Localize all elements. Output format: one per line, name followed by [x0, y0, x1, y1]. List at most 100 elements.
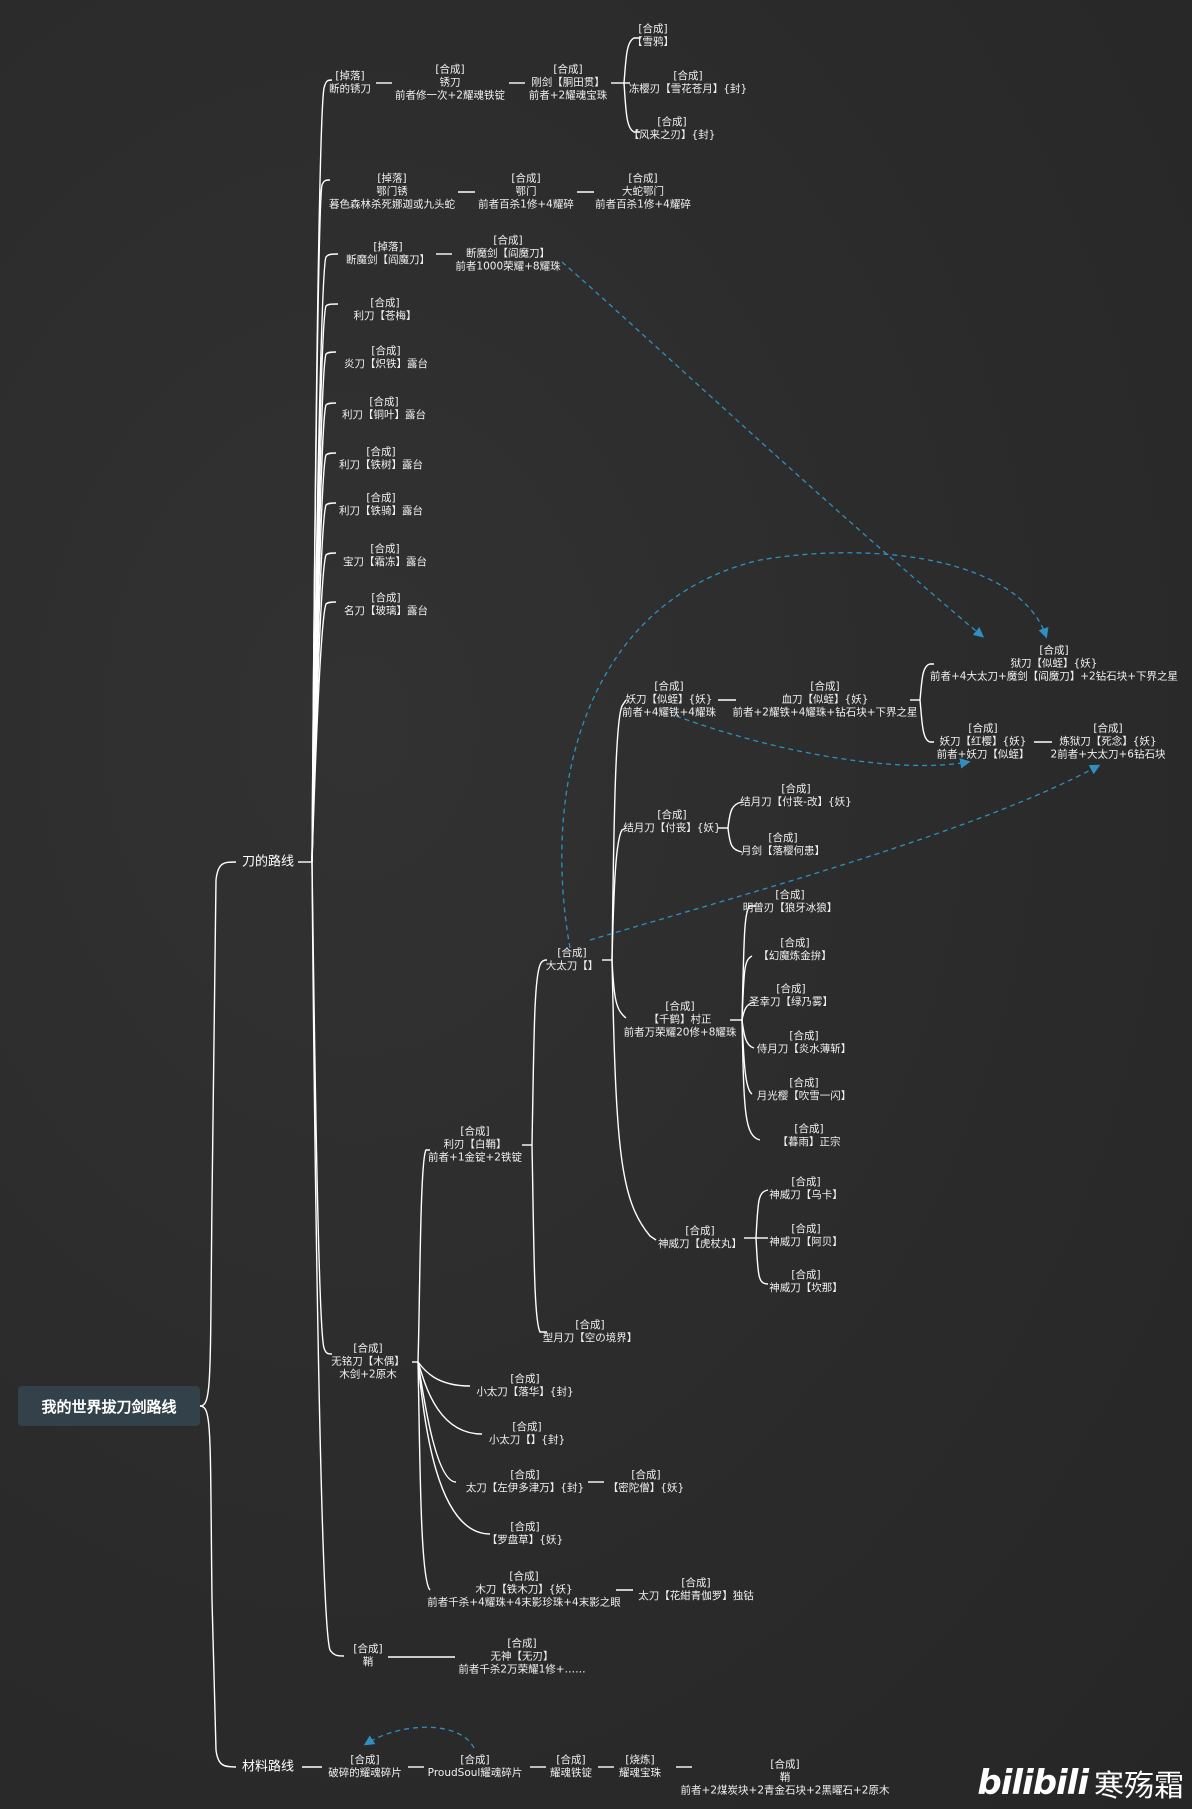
map-node[interactable]: [掉落]断魔剑【阎魔刀】	[346, 241, 430, 267]
map-node[interactable]: [合成]利刀【铁骑】露台	[339, 492, 423, 518]
map-node[interactable]: [烧炼]耀魂宝珠	[619, 1754, 661, 1780]
map-node[interactable]: [合成]利刀【铁树】露台	[339, 446, 423, 472]
map-node[interactable]: [合成]血刀【似蛭】{妖}前者+2耀铁+4耀珠+钻石块+下界之星	[732, 681, 917, 720]
branch-material-route[interactable]: 材料路线	[241, 1759, 295, 1775]
map-node[interactable]: [合成]小太刀【落华】{封}	[476, 1373, 573, 1399]
node-type-tag: [合成]	[510, 1469, 540, 1481]
node-type-tag: [合成]	[794, 1123, 824, 1135]
map-node[interactable]: [合成]妖刀【似蛭】{妖}前者+4耀铁+4耀珠	[622, 681, 716, 720]
node-title: 妖刀【红樱】{妖}	[939, 735, 1027, 748]
map-node[interactable]: [合成]神威刀【坎那】	[769, 1269, 843, 1295]
map-node[interactable]: [合成]ProudSoul耀魂碎片	[428, 1754, 523, 1780]
map-node[interactable]: [合成]【暮雨】正宗	[778, 1123, 841, 1149]
map-node[interactable]: [合成]太刀【花紺青伽罗】独钴	[638, 1577, 754, 1603]
node-title: 利刀【苍梅】	[353, 310, 417, 322]
map-node[interactable]: [合成]刚剑【胴田贯】前者+2耀魂宝珠	[529, 64, 607, 103]
map-node[interactable]: [合成]利刀【铜叶】露台	[342, 396, 426, 422]
node-title: 【幻魔炼金拚】	[758, 950, 832, 962]
map-node[interactable]: [合成]木刀【铁木刀】{妖}前者千杀+4耀珠+4末影珍珠+4末影之眼	[427, 1571, 620, 1610]
node-title: 太刀【左伊多津万】{封}	[465, 1482, 585, 1494]
map-node[interactable]: [合成]利刀【苍梅】	[354, 297, 417, 323]
node-recipe: 前者+2耀铁+4耀珠+钻石块+下界之星	[732, 706, 918, 719]
node-recipe: 前者百杀1修+4耀碎	[595, 198, 691, 211]
map-node[interactable]: [合成]狱刀【似蛭】{妖}前者+4大太刀+魔剑【阎魔刀】+2钻石块+下界之星	[930, 645, 1178, 684]
node-title: ProudSoul耀魂碎片	[427, 1767, 523, 1779]
map-node[interactable]: [合成]名刀【玻璃】露台	[344, 592, 428, 618]
node-type-tag: [合成]	[681, 1577, 711, 1589]
node-type-tag: [合成]	[353, 1643, 383, 1655]
node-recipe: 前者+4大太刀+魔剑【阎魔刀】+2钻石块+下界之星	[929, 670, 1179, 683]
node-type-tag: [合成]	[789, 1077, 819, 1089]
branch-blade-route[interactable]: 刀的路线	[241, 854, 295, 870]
node-recipe: 前者1000荣耀+8耀珠	[455, 260, 561, 273]
map-node[interactable]: [合成]【雪鸦】	[632, 23, 674, 49]
node-type-tag: [合成]	[791, 1176, 821, 1188]
node-type-tag: [合成]	[435, 63, 465, 76]
node-type-tag: [合成]	[350, 1754, 380, 1766]
node-type-tag: [合成]	[776, 983, 806, 995]
node-title: 【密陀僧】{妖}	[607, 1482, 685, 1494]
node-type-tag: [合成]	[511, 172, 541, 185]
node-type-tag: [合成]	[370, 297, 400, 309]
node-type-tag: [合成]	[366, 492, 396, 504]
node-type-tag: [合成]	[556, 1754, 586, 1766]
map-node[interactable]: [掉落]断的锈刀	[329, 70, 371, 96]
map-node[interactable]: [合成]利刃【白鞘】前者+1金锭+2铁锭	[428, 1126, 522, 1165]
map-node[interactable]: [合成]神威刀【乌卡】	[769, 1176, 843, 1202]
map-node[interactable]: [合成]炼狱刀【死念】{妖}2前者+大太刀+6钻石块	[1051, 723, 1166, 762]
node-title: 炼狱刀【死念】{妖}	[1059, 735, 1157, 748]
map-node[interactable]: [合成]【幻魔炼金拚】	[758, 937, 832, 963]
node-type-tag: [合成]	[791, 1269, 821, 1281]
map-node[interactable]: [合成]锈刀前者修一次+2耀魂铁锭	[395, 64, 505, 103]
map-node[interactable]: [合成]结月刀【付丧-改】{妖}	[740, 783, 852, 809]
node-title: 利刀【铁骑】露台	[339, 505, 423, 517]
map-node[interactable]: [合成]鄂门前者百杀1修+4耀碎	[478, 173, 574, 212]
node-recipe: 前者千杀2万荣耀1修+……	[458, 1663, 586, 1676]
node-type-tag: [合成]	[665, 1000, 695, 1013]
node-type-tag: [合成]	[510, 1521, 540, 1533]
map-node[interactable]: [合成]无铭刀【木偶】木剑+2原木	[331, 1343, 405, 1382]
node-type-tag: [合成]	[510, 1373, 540, 1385]
map-node[interactable]: [合成]鞘	[353, 1643, 382, 1669]
node-type-tag: [合成]	[1039, 644, 1069, 657]
map-node[interactable]: [合成]明曾刃【狼牙冰狼】	[743, 889, 838, 915]
map-node[interactable]: [合成]妖刀【红樱】{妖}前者+妖刀【似蛭】	[937, 723, 1030, 762]
node-type-tag: [合成]	[631, 1469, 661, 1481]
map-node[interactable]: [合成]冻樱刃【雪花苍月】{封}	[629, 70, 747, 96]
map-node[interactable]: [合成]【风来之刃】{封}	[629, 116, 716, 142]
map-node[interactable]: [合成]破碎的耀魂碎片	[328, 1754, 402, 1780]
map-node[interactable]: [合成]宝刀【霜冻】露台	[343, 543, 427, 569]
map-node[interactable]: [合成]鞘前者+2煤炭块+2青金石块+2黑曜石+2原木	[681, 1759, 890, 1798]
map-node[interactable]: [合成]神威刀【虎杖丸】	[658, 1225, 742, 1251]
map-node[interactable]: [合成]月剑【落樱何患】	[741, 832, 825, 858]
node-recipe: 木剑+2原木	[339, 1368, 397, 1381]
map-node[interactable]: [合成]【密陀僧】{妖}	[608, 1469, 684, 1495]
map-node[interactable]: [合成]大太刀【】	[546, 947, 599, 973]
map-node[interactable]: [合成]神威刀【阿贝】	[769, 1223, 843, 1249]
map-node[interactable]: [合成]耀魂铁锭	[550, 1754, 592, 1780]
map-node[interactable]: [合成]型月刀【空の境界】	[543, 1319, 638, 1345]
node-title: 【风来之刃】{封}	[628, 129, 716, 141]
map-node[interactable]: [合成]小太刀【】{封}	[489, 1421, 565, 1447]
map-node[interactable]: [合成]结月刀【付丧】{妖}	[623, 809, 720, 835]
map-node[interactable]: [合成]月光樱【吹雪一闪】	[757, 1077, 852, 1103]
map-node[interactable]: [合成]【千鹤】村正前者万荣耀20修+8耀珠	[624, 1001, 737, 1040]
node-type-tag: [合成]	[789, 1030, 819, 1042]
node-title: 大太刀【】	[545, 960, 599, 972]
map-node[interactable]: [合成]侍月刀【炎水薄斩】	[757, 1030, 852, 1056]
root-topic[interactable]: 我的世界拔刀剑路线	[18, 1386, 200, 1426]
node-type-tag: [合成]	[780, 937, 810, 949]
node-title: 太刀【花紺青伽罗】独钴	[638, 1590, 754, 1602]
node-title: 利刀【铜叶】露台	[342, 409, 426, 421]
map-node[interactable]: [合成]无神【无刃】前者千杀2万荣耀1修+……	[458, 1638, 585, 1677]
node-recipe: 前者+2耀魂宝珠	[528, 89, 608, 102]
map-node[interactable]: [合成]断魔剑【阎魔刀】前者1000荣耀+8耀珠	[455, 235, 560, 274]
map-node[interactable]: [合成]圣幸刀【绿乃雾】	[749, 983, 833, 1009]
map-node[interactable]: [合成]大蛇鄂门前者百杀1修+4耀碎	[595, 173, 691, 212]
map-node[interactable]: [合成]太刀【左伊多津万】{封}	[466, 1469, 584, 1495]
node-title: 神威刀【虎杖丸】	[658, 1238, 742, 1250]
map-node[interactable]: [合成]炎刀【炽铁】露台	[344, 345, 428, 371]
map-node[interactable]: [合成]【罗盘草】{妖}	[487, 1521, 563, 1547]
map-node[interactable]: [掉落]鄂门锈暮色森林杀死娜迦或九头蛇	[329, 173, 455, 212]
